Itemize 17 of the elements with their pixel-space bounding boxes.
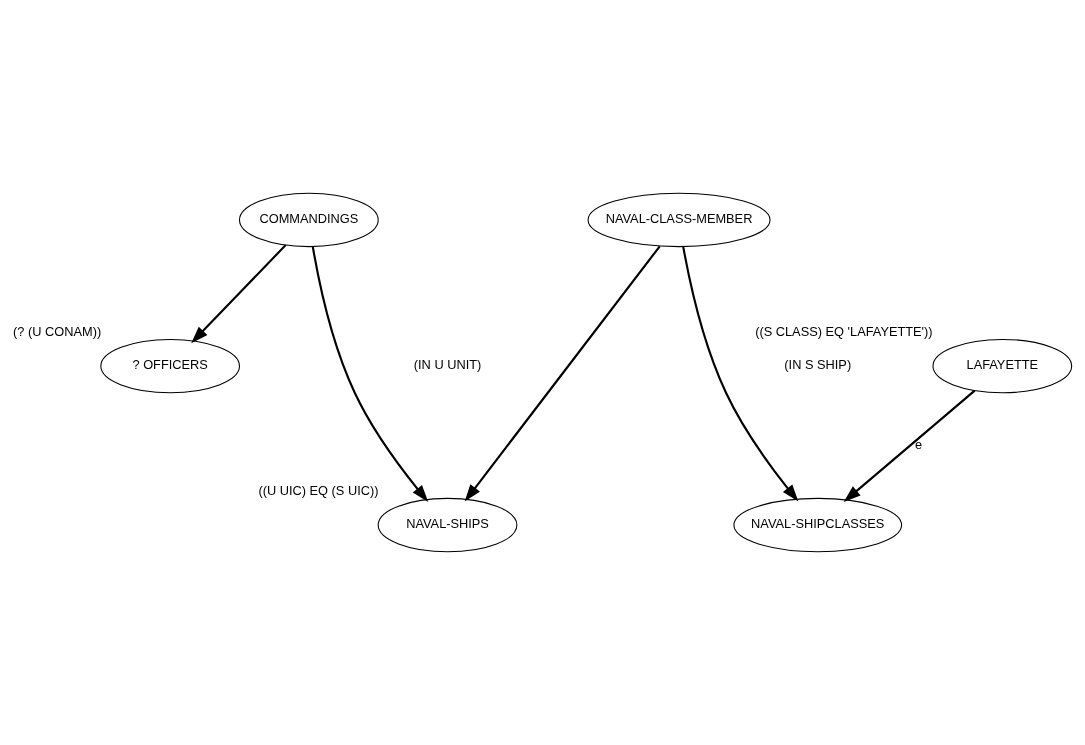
node-ellipse: COMMANDINGS: [238, 192, 379, 248]
node-ellipse: NAVAL-SHIPCLASSES: [733, 497, 903, 553]
node-label: (? (U CONAM)): [13, 323, 102, 339]
node-ellipse: ? OFFICERS: [100, 338, 241, 394]
node-label: ((S CLASS) EQ 'LAFAYETTE')): [755, 323, 933, 339]
node-label: ((U UIC) EQ (S UIC)): [258, 482, 379, 498]
arrow: [464, 245, 661, 502]
arrow: [843, 389, 976, 502]
arrow: [311, 246, 429, 503]
node-ellipse: NAVAL-SHIPS: [377, 497, 518, 553]
arrow: [191, 244, 287, 344]
node-ellipse: NAVAL-CLASS-MEMBER: [587, 192, 771, 248]
label: (IN U UNIT): [413, 357, 482, 373]
arrow: [682, 246, 799, 502]
edge-label: e: [915, 436, 923, 452]
node-ellipse: LAFAYETTE: [932, 338, 1073, 394]
label: (IN S SHIP): [784, 357, 852, 373]
